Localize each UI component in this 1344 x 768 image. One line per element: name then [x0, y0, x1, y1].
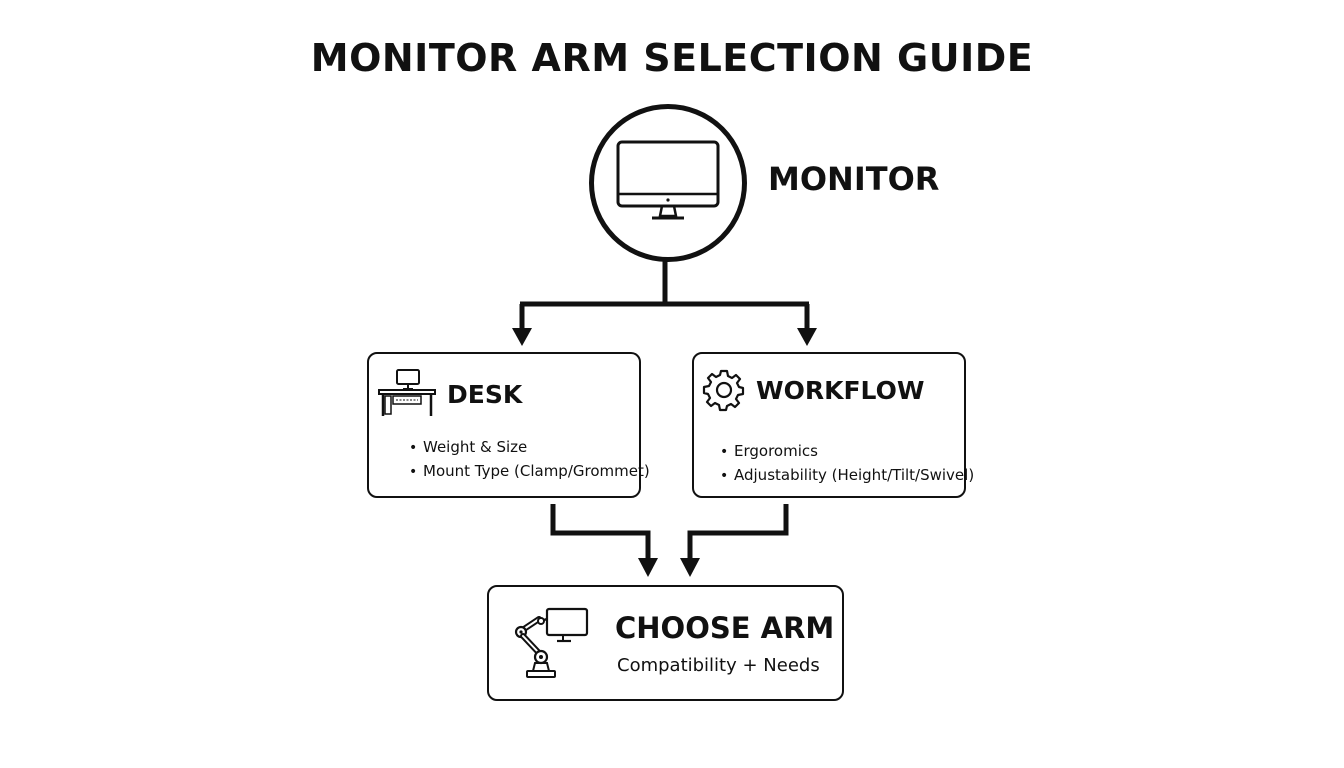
page-title: MONITOR ARM SELECTION GUIDE	[310, 36, 1034, 80]
list-item: Adjustability (Height/Tilt/Swivel)	[720, 464, 974, 488]
robot-arm-monitor-icon	[514, 607, 589, 678]
desk-criteria-list: Weight & Size Mount Type (Clamp/Grommet)	[409, 436, 650, 484]
list-item: Weight & Size	[409, 436, 650, 460]
list-item: Ergoromics	[720, 440, 974, 464]
workflow-box: WORKFLOW Ergoromics Adjustability (Heigh…	[692, 352, 974, 498]
gear-icon	[702, 369, 745, 412]
arrowhead-workflow	[797, 328, 817, 346]
connector-desk-to-choose	[550, 504, 651, 560]
workflow-header: WORKFLOW	[702, 368, 924, 412]
workflow-title: WORKFLOW	[756, 375, 925, 405]
connector-workflow-to-choose	[687, 504, 789, 560]
choose-arm-box: CHOOSE ARM Compatibility + Needs	[487, 585, 844, 701]
desk-icon	[378, 369, 436, 416]
arrowhead-workflow-choose	[680, 558, 700, 577]
monitor-icon	[616, 140, 720, 220]
choose-arm-title: CHOOSE ARM	[615, 611, 835, 645]
list-item: Mount Type (Clamp/Grommet)	[409, 460, 650, 484]
desk-header: DESK	[377, 368, 522, 420]
monitor-label: MONITOR	[768, 160, 940, 198]
desk-box: DESK Weight & Size Mount Type (Clamp/Gro…	[367, 352, 650, 498]
choose-arm-subtitle: Compatibility + Needs	[617, 655, 820, 676]
arrowhead-desk-choose	[638, 558, 658, 577]
arrowhead-desk	[512, 328, 532, 346]
workflow-criteria-list: Ergoromics Adjustability (Height/Tilt/Sw…	[720, 440, 974, 488]
monitor-node	[589, 104, 747, 262]
desk-title: DESK	[447, 379, 523, 409]
